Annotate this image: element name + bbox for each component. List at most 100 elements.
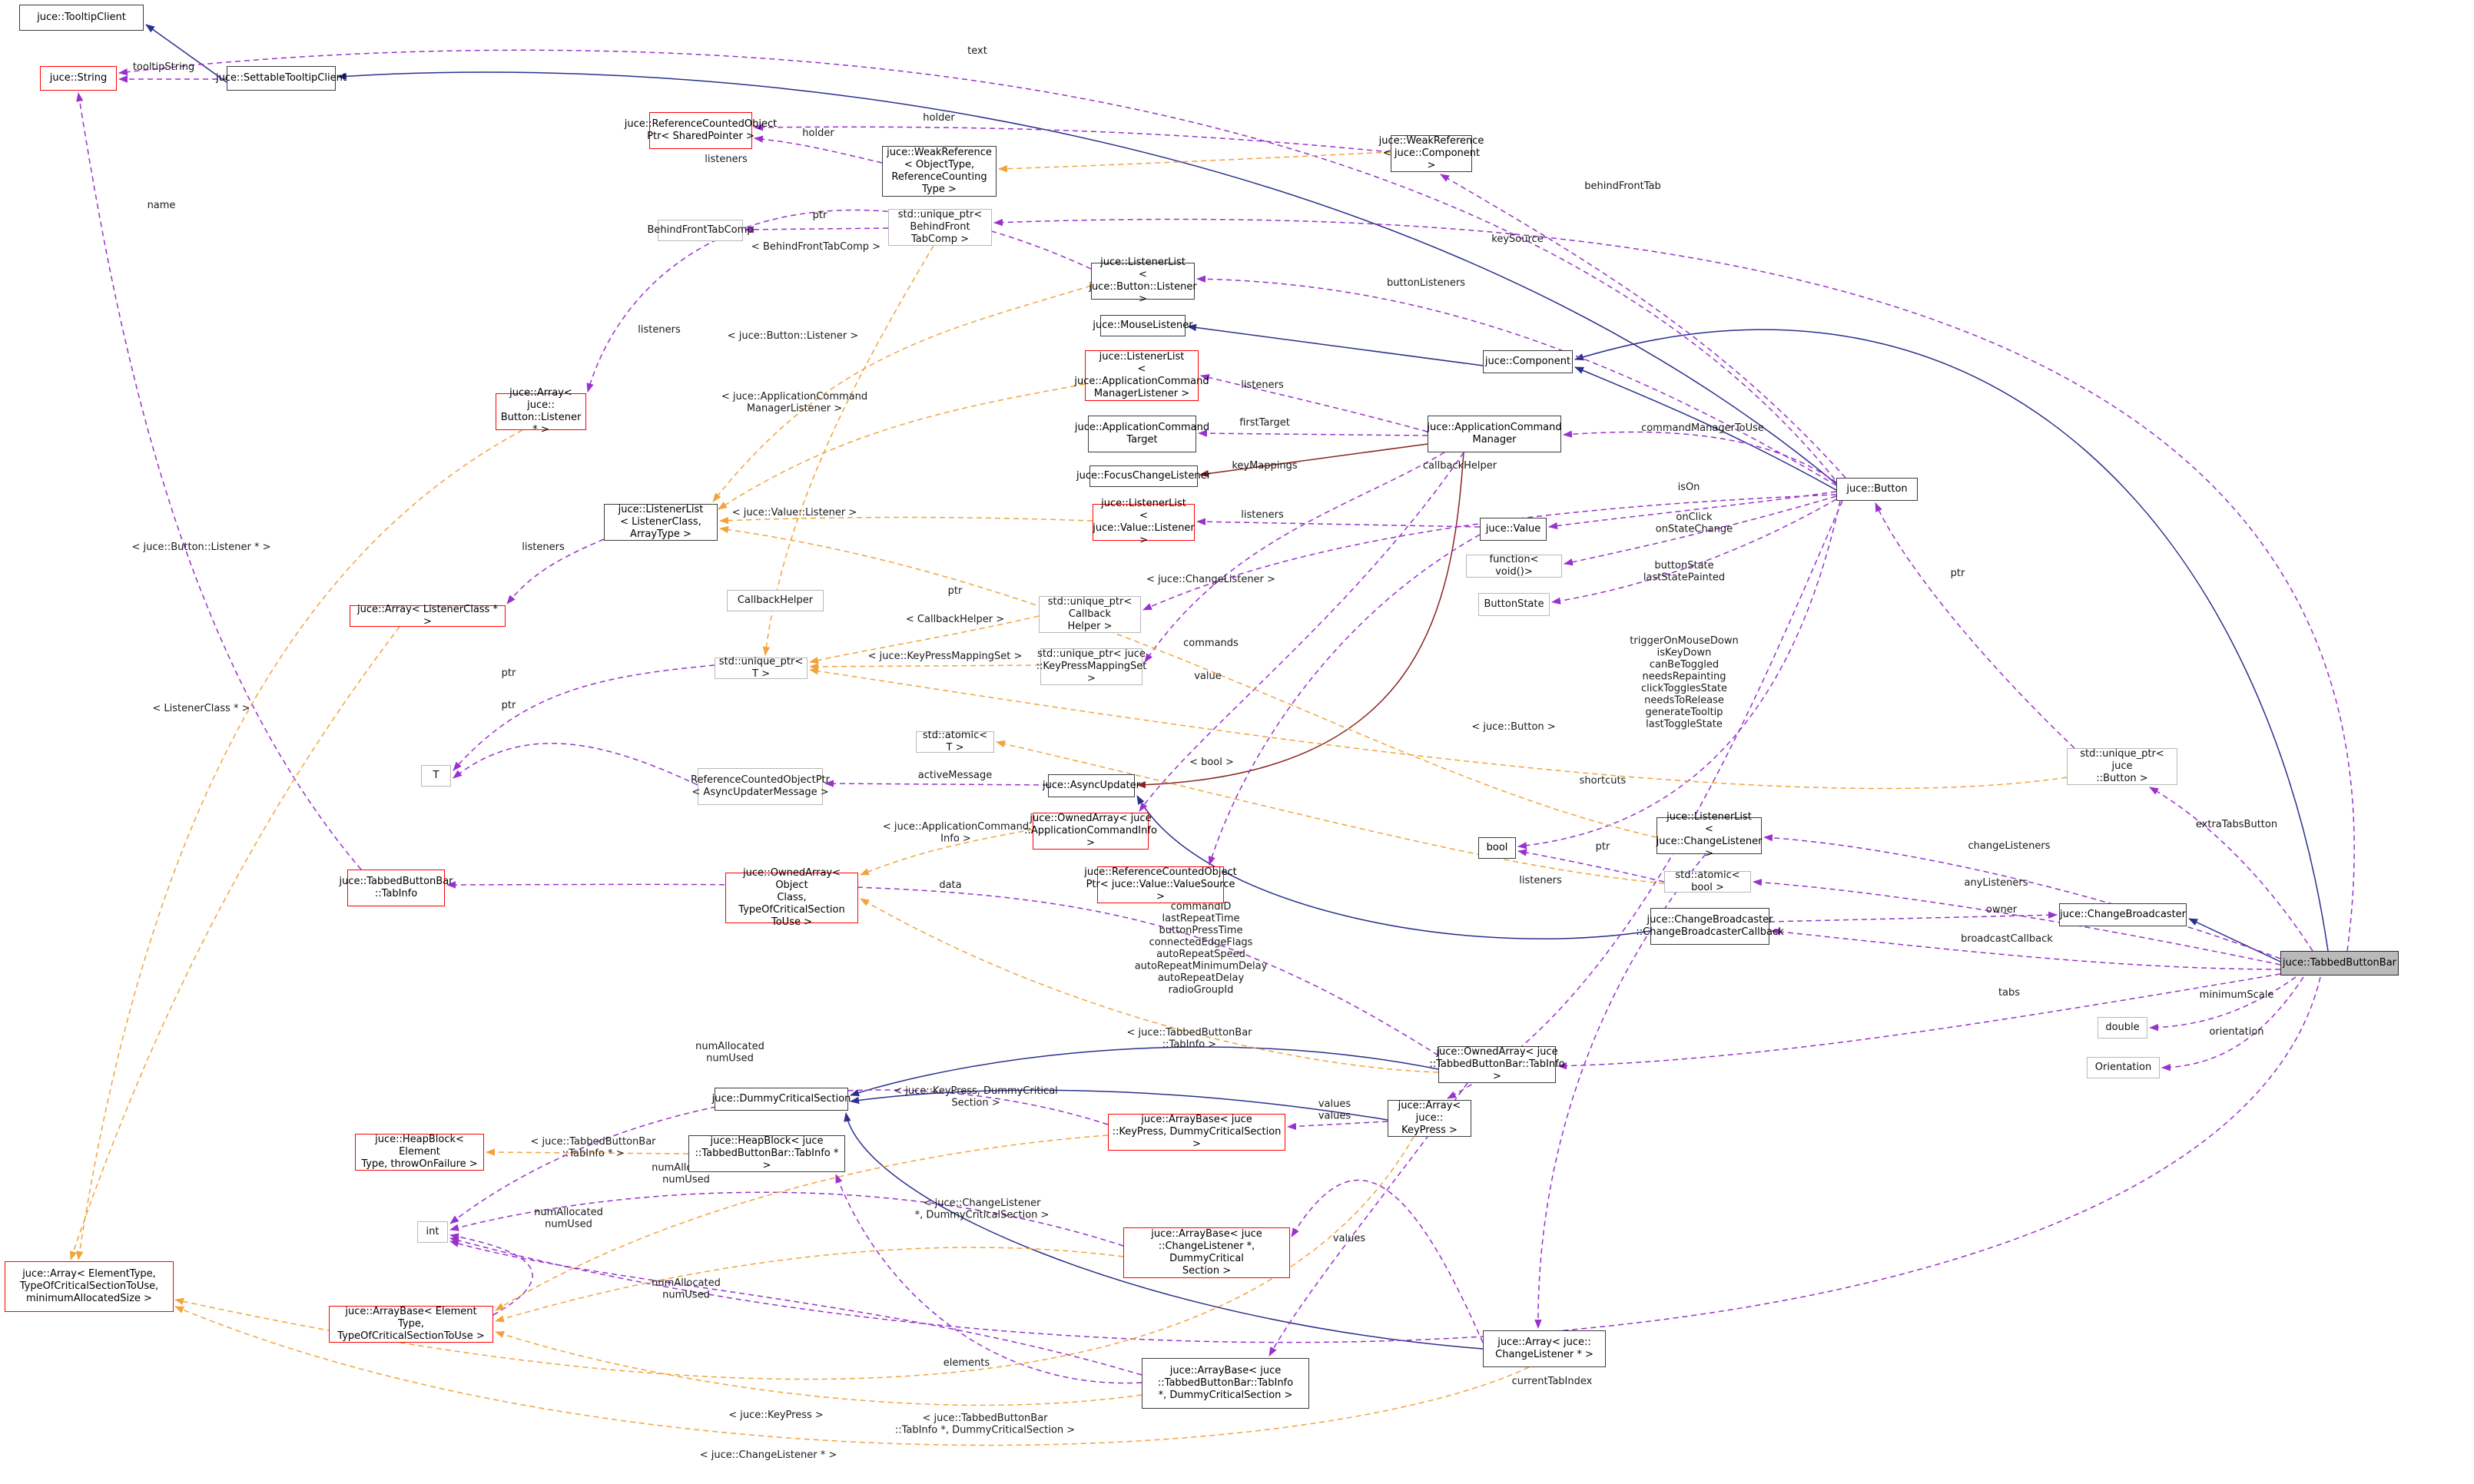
edge-tabbed-button-bar-to-int <box>449 976 2321 1343</box>
edge-label: commands <box>1183 638 1239 649</box>
edge-app-cmd-manager-to-ll-app-cmd-mgr-listener <box>1200 374 1428 432</box>
edge-label: ptr <box>813 210 827 221</box>
edge-label: < juce::Button > <box>1471 721 1555 733</box>
node-tab-info[interactable]: juce::TabbedButtonBar ::TabInfo <box>339 870 453 906</box>
node-unique-ptr-key-press-mapping[interactable]: std::unique_ptr< juce ::KeyPressMappingS… <box>1036 648 1147 685</box>
edge-array-key-press-to-dummy-critical-section <box>850 1089 1388 1121</box>
node-callback-helper[interactable]: CallbackHelper <box>727 590 824 611</box>
node-ref-counted-async-msg[interactable]: ReferenceCountedObjectPtr < AsyncUpdater… <box>691 768 830 805</box>
edge-async-updater-to-ref-counted-async-msg <box>824 780 1049 787</box>
edge-unique-ptr-behind-front-to-behind-front-tab-comp <box>745 226 889 234</box>
node-array-change-listener-ptr[interactable]: juce::Array< juce:: ChangeListener * > <box>1483 1330 1606 1367</box>
node-array-listener-class[interactable]: juce::Array< ListenerClass * > <box>350 604 506 628</box>
edge-label: orientation <box>2209 1026 2263 1038</box>
edge-weak-ref-component-to-weak-ref-object-type <box>998 151 1391 173</box>
node-array-base-tab-info[interactable]: juce::ArrayBase< juce ::TabbedButtonBar:… <box>1142 1358 1309 1409</box>
edge-button-to-button-state <box>1551 499 1837 605</box>
edge-label: activeMessage <box>918 770 993 781</box>
node-bool[interactable]: bool <box>1478 837 1516 859</box>
node-component[interactable]: juce::Component <box>1483 350 1573 373</box>
node-unique-ptr-behind-front[interactable]: std::unique_ptr< BehindFront TabComp > <box>888 209 992 246</box>
edge-label: < juce::KeyPress > <box>728 1409 824 1421</box>
node-app-cmd-target[interactable]: juce::ApplicationCommand Target <box>1075 416 1209 452</box>
edge-ref-counted-async-msg-to-t-box <box>453 743 698 786</box>
node-button[interactable]: juce::Button <box>1836 478 1918 501</box>
edge-button-to-fn-void <box>1564 495 1837 566</box>
node-heap-block-tab-info[interactable]: juce::HeapBlock< juce ::TabbedButtonBar:… <box>688 1135 845 1172</box>
edge-label: < bool > <box>1189 757 1234 768</box>
node-ref-counted-shared-ptr[interactable]: juce::ReferenceCountedObject Ptr< Shared… <box>625 112 777 149</box>
node-int[interactable]: int <box>417 1221 448 1243</box>
node-unique-ptr-juce-button[interactable]: std::unique_ptr< juce ::Button > <box>2067 748 2177 785</box>
edge-array-base-element-type-to-int <box>449 1233 533 1316</box>
edge-button-to-weak-ref-component <box>1440 174 1846 479</box>
node-change-broadcaster-callback[interactable]: juce::ChangeBroadcaster ::ChangeBroadcas… <box>1636 908 1784 945</box>
edge-app-cmd-manager-to-app-cmd-target <box>1198 429 1428 437</box>
node-behind-front-tab-comp[interactable]: BehindFrontTabComp <box>647 220 754 241</box>
edge-array-key-press-to-array-base-key-press <box>1287 1121 1388 1131</box>
edge-unique-ptr-juce-button-to-button <box>1875 502 2075 749</box>
edge-label: elements <box>944 1357 990 1369</box>
node-array-base-key-press[interactable]: juce::ArrayBase< juce ::KeyPress, DummyC… <box>1108 1114 1285 1151</box>
edge-tabbed-button-bar-to-double <box>2149 976 2297 1032</box>
node-focus-change-listener[interactable]: juce::FocusChangeListener <box>1076 465 1211 487</box>
node-t-box[interactable]: T <box>421 765 451 787</box>
edge-label: owner <box>1986 904 2018 916</box>
edge-label: listeners <box>1519 875 1562 886</box>
edge-label: isOn <box>1678 482 1700 493</box>
node-array-base-change-listener[interactable]: juce::ArrayBase< juce ::ChangeListener *… <box>1123 1227 1290 1278</box>
edge-ll-app-cmd-mgr-listener-to-ll-listener-class-array-type <box>718 383 1086 510</box>
node-ll-app-cmd-mgr-listener[interactable]: juce::ListenerList < juce::ApplicationCo… <box>1074 350 1209 401</box>
edge-unique-ptr-juce-button-to-unique-ptr-t <box>809 667 2068 790</box>
node-ll-listener-class-array-type[interactable]: juce::ListenerList < ListenerClass, Arra… <box>604 504 718 541</box>
node-heap-block-element[interactable]: juce::HeapBlock< Element Type, throwOnFa… <box>355 1134 484 1171</box>
edge-tabbed-button-bar-to-owned-array-tab-info <box>1557 973 2281 1070</box>
edge-label: callbackHelper <box>1423 460 1497 472</box>
node-atomic-t[interactable]: std::atomic< T > <box>916 730 994 754</box>
node-change-broadcaster[interactable]: juce::ChangeBroadcaster <box>2059 903 2187 926</box>
node-owned-array-object-class[interactable]: juce::OwnedArray< Object Class, TypeOfCr… <box>725 867 858 928</box>
node-app-cmd-manager[interactable]: juce::ApplicationCommand Manager <box>1427 416 1562 452</box>
node-ll-button-listener[interactable]: juce::ListenerList < juce::Button::Liste… <box>1089 257 1197 305</box>
node-unique-ptr-callback-helper[interactable]: std::unique_ptr< Callback Helper > <box>1039 596 1141 633</box>
edge-label: < juce::TabbedButtonBar::TabInfo > <box>1126 1027 1252 1051</box>
node-double[interactable]: double <box>2098 1017 2147 1038</box>
node-array-base-element-type[interactable]: juce::ArrayBase< Element Type, TypeOfCri… <box>329 1306 493 1343</box>
node-weak-ref-component[interactable]: juce::WeakReference < juce::Component > <box>1378 135 1484 172</box>
edge-unique-ptr-t-to-t-box <box>453 664 715 771</box>
edge-tabbed-button-bar-to-atomic-bool <box>1753 879 2281 966</box>
node-tabbed-button-bar[interactable]: juce::TabbedButtonBar <box>2280 951 2399 976</box>
node-async-updater[interactable]: juce::AsyncUpdater <box>1043 774 1140 797</box>
node-mouse-listener[interactable]: juce::MouseListener <box>1093 315 1193 336</box>
node-ll-change-listener[interactable]: juce::ListenerList < juce::ChangeListene… <box>1656 811 1763 860</box>
node-orientation[interactable]: Orientation <box>2087 1057 2160 1078</box>
edge-array-base-tab-info-to-int <box>449 1240 1142 1376</box>
edge-label: tooltipString <box>133 61 194 73</box>
node-array-button-listener-ptr[interactable]: juce::Array< juce:: Button::Listener * > <box>496 387 586 436</box>
node-fn-void[interactable]: function< void()> <box>1466 554 1562 578</box>
edge-ll-listener-class-array-type-to-array-listener-class <box>506 538 605 605</box>
edge-owned-array-tab-info-to-tab-info <box>446 881 1439 1056</box>
node-tooltip-client[interactable]: juce::TooltipClient <box>19 5 144 31</box>
edge-label: < juce::KeyPressMappingSet > <box>868 651 1023 662</box>
edge-label: text <box>967 45 987 57</box>
edge-button-to-app-cmd-manager <box>1563 430 1837 483</box>
edge-label: listeners <box>638 324 681 336</box>
node-unique-ptr-t[interactable]: std::unique_ptr< T > <box>715 656 808 680</box>
node-atomic-bool[interactable]: std::atomic< bool > <box>1664 870 1751 893</box>
node-weak-ref-object-type[interactable]: juce::WeakReference < ObjectType, Refere… <box>882 146 997 197</box>
node-array-key-press[interactable]: juce::Array< juce:: KeyPress > <box>1388 1100 1471 1137</box>
node-settable-tooltip-client[interactable]: juce::SettableTooltipClient <box>216 66 347 91</box>
node-value[interactable]: juce::Value <box>1480 518 1547 541</box>
edge-label: currentTabIndex <box>1512 1376 1593 1387</box>
node-ref-counted-value-source[interactable]: juce::ReferenceCountedObject Ptr< juce::… <box>1084 866 1237 903</box>
node-owned-array-app-cmd-info[interactable]: juce::OwnedArray< juce ::ApplicationComm… <box>1024 813 1157 850</box>
node-ll-value-listener[interactable]: juce::ListenerList < juce::Value::Listen… <box>1093 498 1195 546</box>
node-array-element-type[interactable]: juce::Array< ElementType, TypeOfCritical… <box>5 1261 174 1312</box>
node-button-state[interactable]: ButtonState <box>1478 593 1550 616</box>
node-string[interactable]: juce::String <box>40 66 117 91</box>
node-dummy-critical-section[interactable]: juce::DummyCriticalSection <box>712 1088 851 1111</box>
node-owned-array-tab-info[interactable]: juce::OwnedArray< juce ::TabbedButtonBar… <box>1429 1046 1565 1083</box>
